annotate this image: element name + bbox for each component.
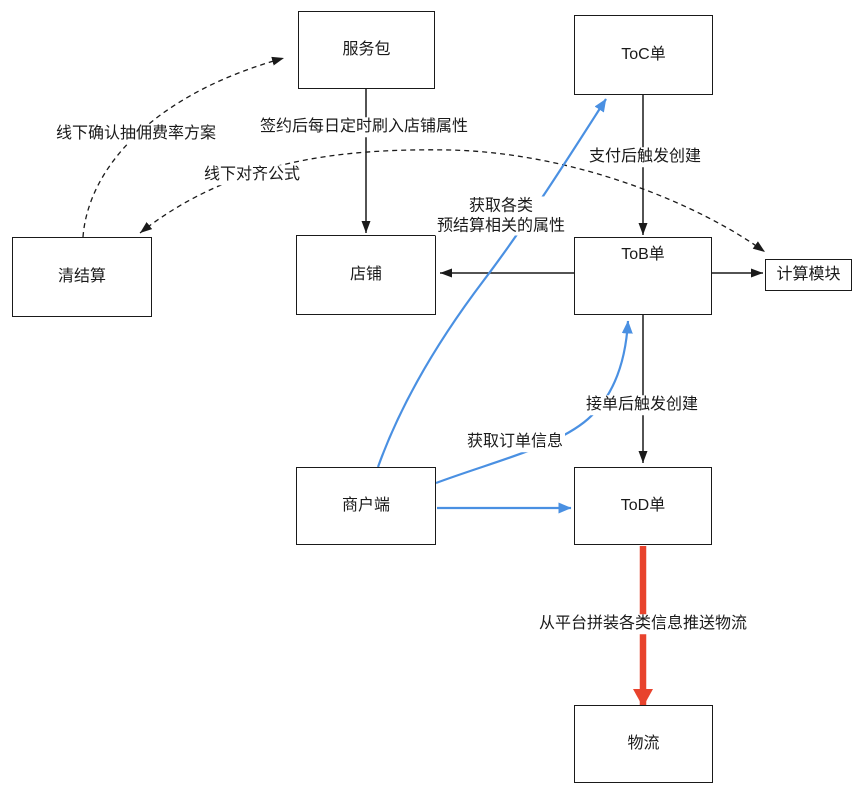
node-shop: 店铺 bbox=[296, 235, 436, 315]
node-logistics: 物流 bbox=[574, 705, 713, 783]
edge-label-push-logistics: 从平台拼装各类信息推送物流 bbox=[536, 614, 750, 634]
edge-merchant-to-toc-order bbox=[376, 98, 607, 468]
edge-label-confirm-commission: 线下确认抽佣费率方案 bbox=[53, 124, 219, 144]
node-service-package: 服务包 bbox=[298, 11, 435, 89]
edge-label-get-presettle: 获取各类 预结算相关的属性 bbox=[434, 196, 568, 236]
node-logistics-label: 物流 bbox=[627, 735, 660, 753]
edge-clearing-to-service-package bbox=[82, 56, 285, 238]
edge-label-align-formula: 线下对齐公式 bbox=[201, 165, 303, 185]
node-service-package-label: 服务包 bbox=[342, 41, 391, 59]
edge-label-sign-refresh: 签约后每日定时刷入店铺属性 bbox=[257, 117, 471, 137]
node-clearing-label: 清结算 bbox=[57, 268, 106, 286]
node-shop-label: 店铺 bbox=[349, 266, 382, 284]
node-merchant: 商户端 bbox=[296, 467, 436, 545]
edge-label-get-order-info: 获取订单信息 bbox=[464, 432, 566, 452]
node-toc-order-label: ToC单 bbox=[621, 46, 666, 64]
node-tod-order-label: ToD单 bbox=[620, 497, 666, 515]
edge-label-accept-trigger: 接单后触发创建 bbox=[583, 395, 701, 415]
node-clearing: 清结算 bbox=[12, 237, 152, 317]
node-tod-order: ToD单 bbox=[574, 467, 712, 545]
node-tob-order-label: ToB单 bbox=[621, 246, 665, 263]
node-merchant-label: 商户端 bbox=[341, 497, 390, 515]
node-tob-order: ToB单 bbox=[574, 237, 712, 315]
node-calc-module-label: 计算模块 bbox=[776, 266, 841, 284]
edge-label-pay-trigger: 支付后触发创建 bbox=[586, 147, 704, 167]
node-toc-order: ToC单 bbox=[574, 15, 713, 95]
edge-merchant-to-tob-order bbox=[435, 320, 633, 485]
node-calc-module: 计算模块 bbox=[765, 259, 852, 291]
